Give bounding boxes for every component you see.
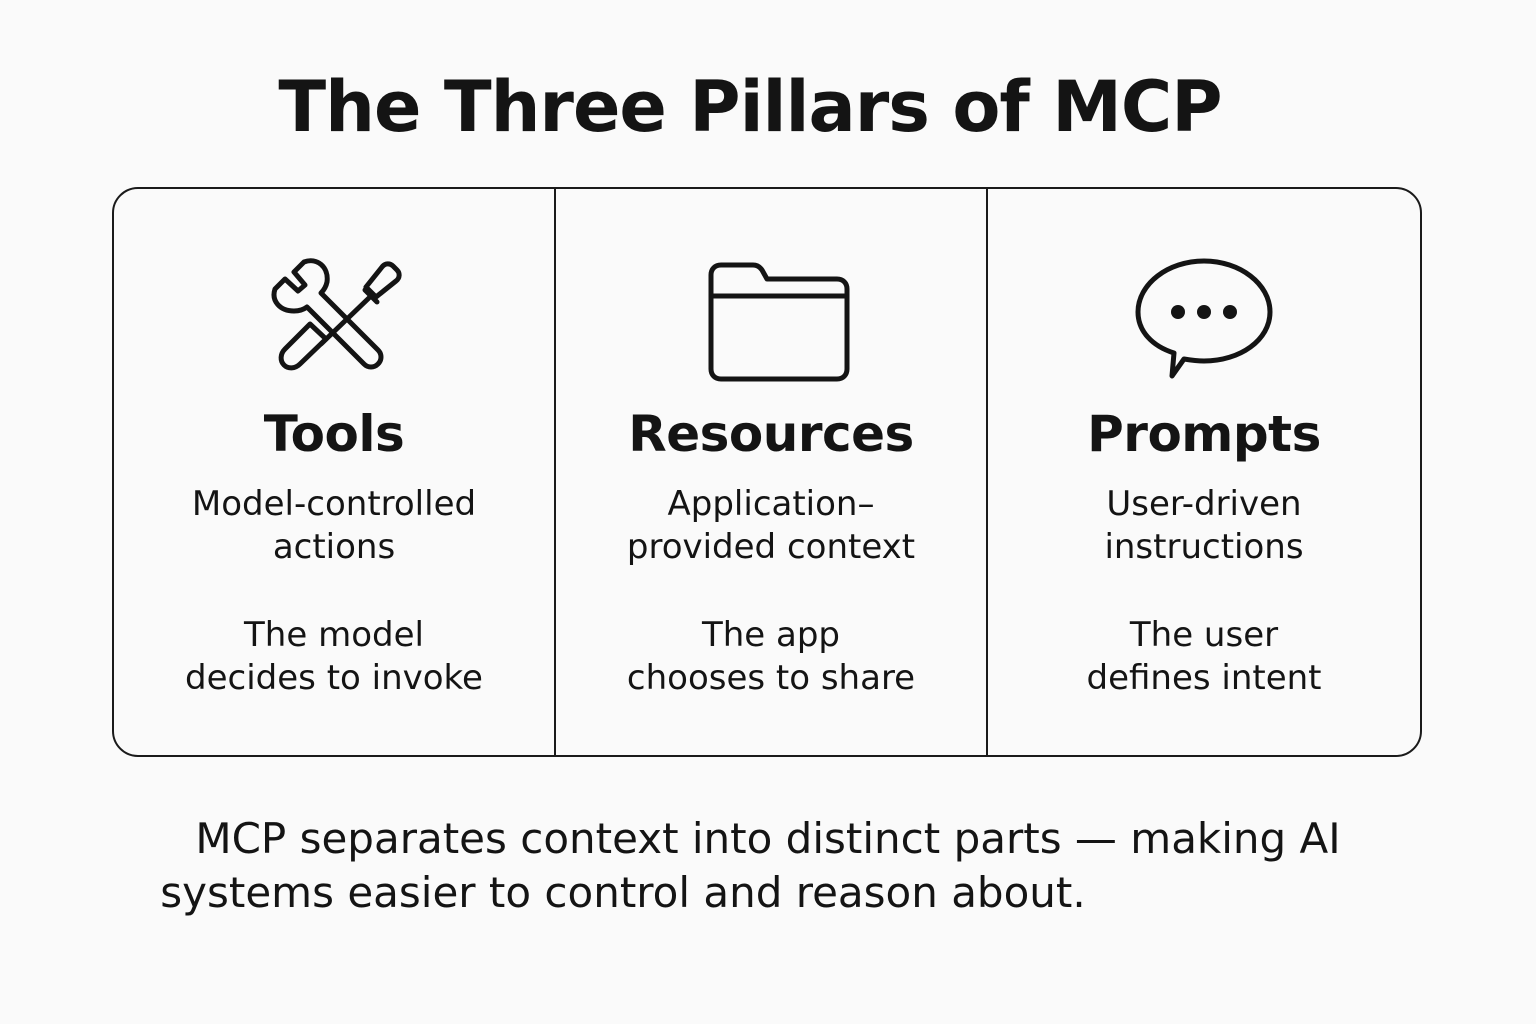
pillar-tools: Tools Model-controlled actions The model… xyxy=(114,189,554,755)
pillar-detail-line: chooses to share xyxy=(626,658,916,698)
folder-icon xyxy=(691,249,851,389)
pillar-role: Model-controlled actions xyxy=(114,483,554,569)
pillar-role-line: Application– xyxy=(667,484,875,524)
pillar-name: Tools xyxy=(263,405,405,463)
speech-bubble-icon xyxy=(1124,249,1284,389)
pillar-name: Resources xyxy=(628,405,914,463)
pillar-prompts: Prompts User-driven instructions The use… xyxy=(986,189,1420,755)
pillar-role-line: Model-controlled xyxy=(191,484,477,524)
pillar-role: Application– provided context xyxy=(556,483,986,569)
summary-line: systems easier to control and reason abo… xyxy=(160,868,1086,917)
pillars-panel: Tools Model-controlled actions The model… xyxy=(112,187,1422,757)
pillar-role-line: User-driven xyxy=(1106,484,1302,524)
pillar-name: Prompts xyxy=(1087,405,1321,463)
pillar-detail-line: decides to invoke xyxy=(185,658,483,698)
pillar-detail-line: defines intent xyxy=(1086,658,1322,698)
wrench-screwdriver-icon xyxy=(254,249,414,389)
pillar-role-line: actions xyxy=(272,527,396,567)
pillar-detail: The user defines intent xyxy=(988,614,1420,700)
pillar-detail-line: The model xyxy=(244,615,424,655)
pillar-detail-line: The user xyxy=(1129,615,1279,655)
pillar-detail-line: The app xyxy=(701,615,841,655)
pillar-role-line: instructions xyxy=(1104,527,1304,567)
summary-line: MCP separates context into distinct part… xyxy=(195,814,1341,863)
pillar-resources: Resources Application– provided context … xyxy=(554,189,986,755)
pillar-role-line: provided context xyxy=(626,527,916,567)
summary-caption: MCP separates context into distinct part… xyxy=(0,812,1536,920)
pillar-detail: The app chooses to share xyxy=(556,614,986,700)
page-title: The Three Pillars of MCP xyxy=(278,66,1222,148)
pillar-role: User-driven instructions xyxy=(988,483,1420,569)
pillar-detail: The model decides to invoke xyxy=(114,614,554,700)
